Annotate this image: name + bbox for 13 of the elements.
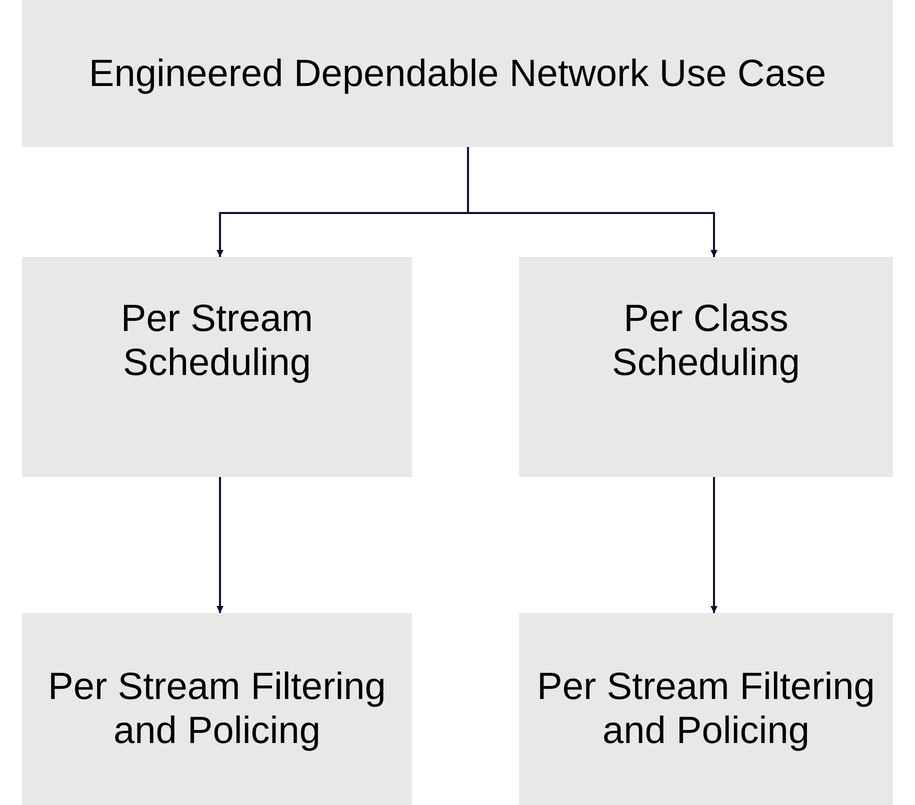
arrow [710,477,718,613]
box-label: Per Stream Scheduling [120,297,314,385]
process-box [519,613,893,805]
process-box [22,257,412,477]
arrow [216,477,224,613]
box-label: Per Class Scheduling [610,297,802,385]
process-box [22,613,412,805]
process-box [519,257,893,477]
process-box [22,0,893,147]
box-label: Per Stream Filtering and Policing [536,665,876,753]
box-label: Per Stream Filtering and Policing [47,665,387,753]
box-label: Engineered Dependable Network Use Case [88,52,826,96]
arrow [467,147,718,257]
